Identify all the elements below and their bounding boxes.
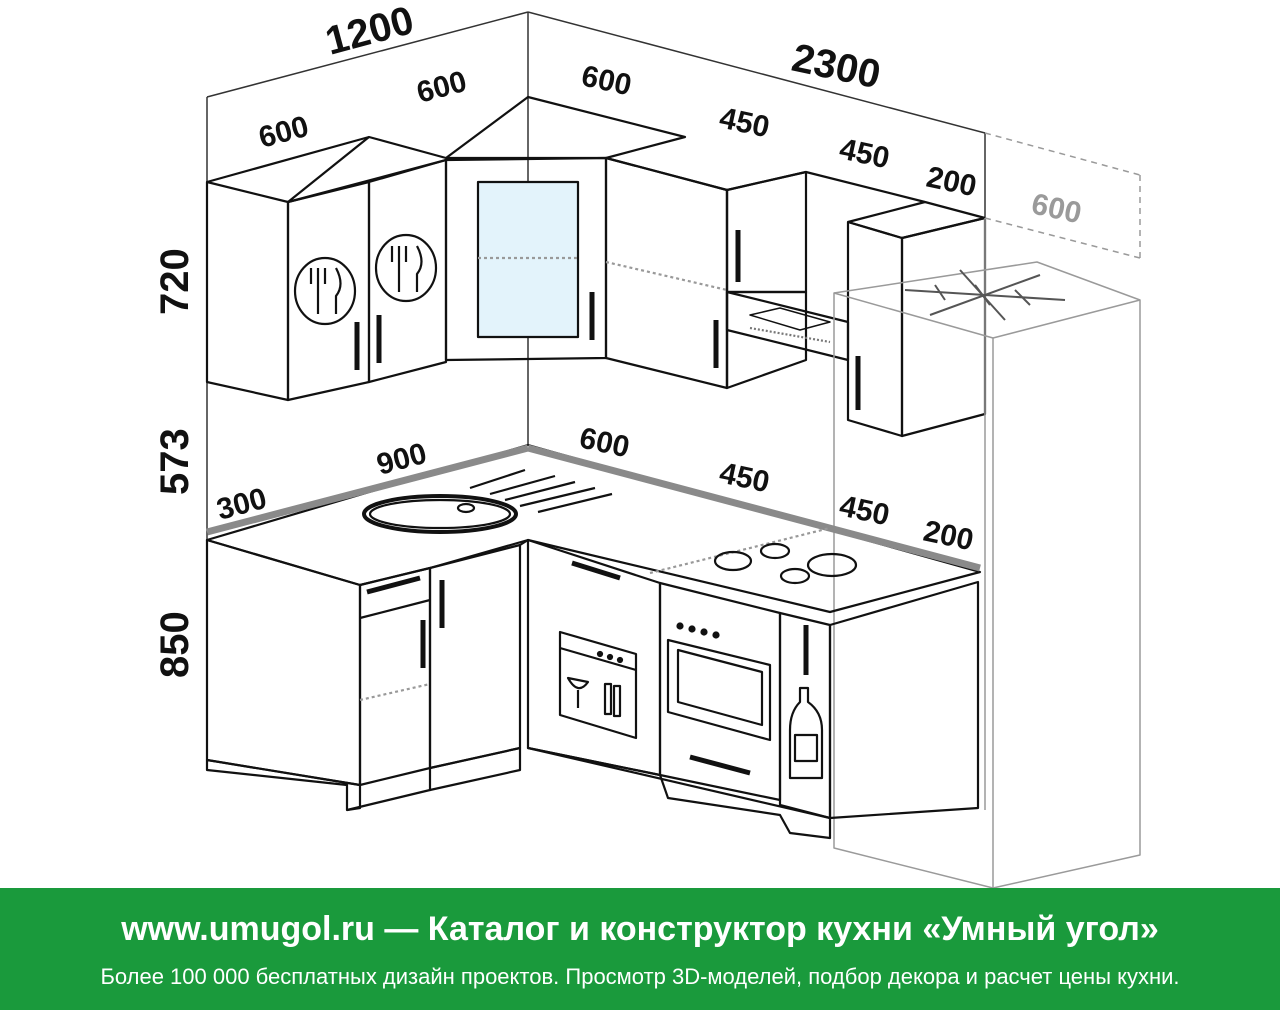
kitchen-diagram: 1200 2300 600 600 600 450 450 200 600 72… bbox=[153, 0, 1141, 888]
base-cabinets bbox=[205, 538, 980, 840]
upper-left-cabinets bbox=[205, 158, 448, 402]
dimension-counter-450-a: 450 bbox=[717, 457, 773, 500]
dimension-counter-600: 600 bbox=[577, 422, 633, 465]
upper-right-cabinets bbox=[604, 156, 987, 438]
snowflake-icon bbox=[904, 269, 1066, 321]
hob-icon bbox=[713, 542, 858, 585]
dimension-fridge-600: 600 bbox=[1029, 188, 1085, 231]
dimension-height-850: 850 bbox=[153, 611, 197, 678]
range-hood-icon bbox=[725, 290, 850, 362]
fridge bbox=[833, 132, 1141, 888]
dimension-height-573: 573 bbox=[153, 428, 197, 495]
upper-corner-glass-cabinet bbox=[444, 156, 608, 362]
banner-subtext: Более 100 000 бесплатных дизайн проектов… bbox=[100, 964, 1180, 989]
dimension-upper-600-a: 600 bbox=[255, 110, 312, 155]
dimension-upper-450-b: 450 bbox=[837, 133, 893, 176]
plate-cutlery-icon bbox=[374, 233, 438, 303]
plate-cutlery-icon bbox=[293, 256, 357, 326]
promo-banner: www.umugol.ru — Каталог и конструктор ку… bbox=[0, 888, 1280, 1010]
oven-icon bbox=[666, 622, 772, 742]
dimension-upper-200: 200 bbox=[924, 161, 980, 204]
dimension-upper-450-a: 450 bbox=[717, 102, 773, 145]
dimension-upper-600-c: 600 bbox=[579, 60, 635, 103]
dishwasher-icon bbox=[558, 630, 638, 740]
dimension-counter-450-b: 450 bbox=[837, 490, 893, 533]
banner-headline[interactable]: www.umugol.ru — Каталог и конструктор ку… bbox=[121, 910, 1159, 948]
dimension-top-right-total: 2300 bbox=[788, 36, 884, 98]
dimension-upper-600-b: 600 bbox=[413, 65, 470, 110]
countertop bbox=[205, 443, 982, 614]
bottle-icon bbox=[788, 686, 824, 780]
dimension-height-720: 720 bbox=[153, 248, 197, 315]
sink-icon bbox=[362, 468, 613, 534]
